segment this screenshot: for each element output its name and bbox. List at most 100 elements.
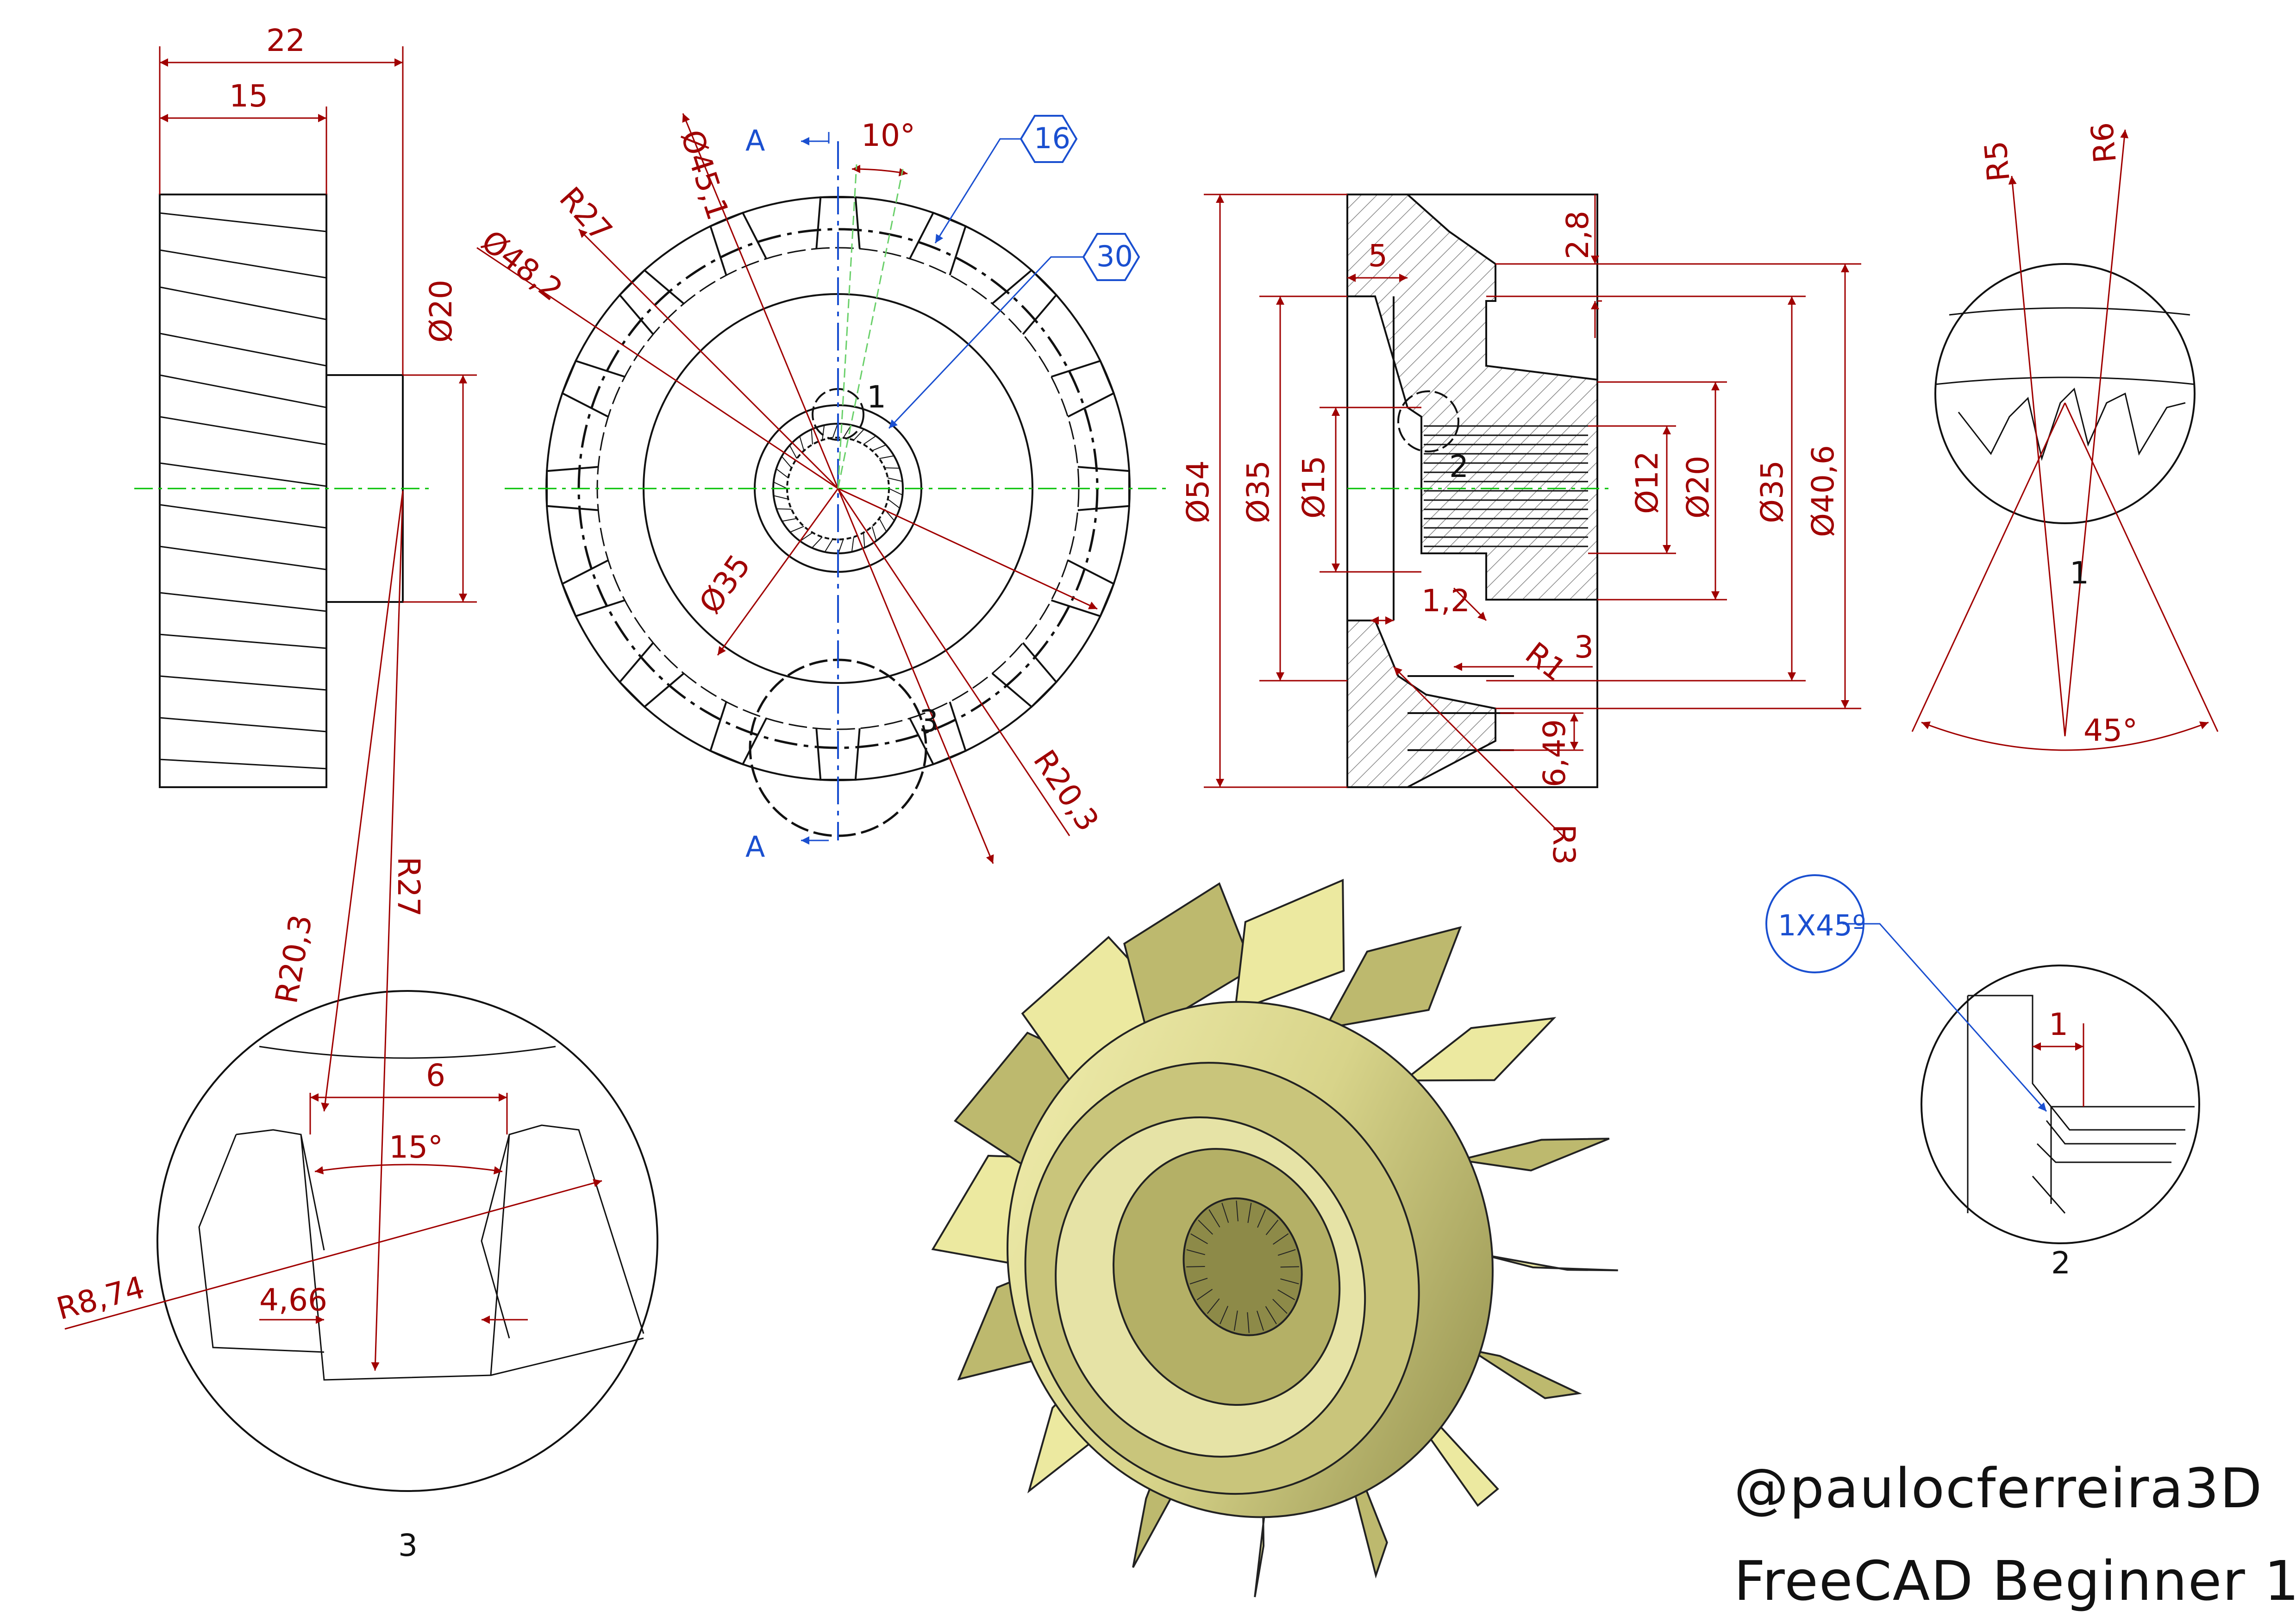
author-credit: @paulocferreira3D	[1734, 1456, 2263, 1520]
gear-tooth	[1051, 359, 1115, 418]
dim-section-6-49: 6,49	[1537, 719, 1572, 787]
dim-section-dia-54: Ø54	[1180, 460, 1216, 523]
dim-detail1-r5: R5	[1978, 139, 2017, 183]
spline-tooth	[872, 444, 886, 451]
dim-dia-48-2: Ø48,2	[475, 223, 569, 308]
dim-section-dia-40-6: Ø40,6	[1805, 445, 1841, 537]
dim-detail3-15deg: 15°	[389, 1129, 443, 1165]
detail-3-tooth-profile	[198, 1124, 644, 1381]
spline-tooth	[879, 455, 895, 459]
gear-tooth	[909, 211, 967, 276]
section-view	[1204, 194, 1861, 839]
gear-3d-spline-tooth	[1196, 1289, 1213, 1300]
series-title: FreeCAD Beginner 132	[1734, 1549, 2296, 1613]
gear-3d-tooth	[1470, 1349, 1582, 1399]
spline-tooth	[863, 435, 876, 445]
spline-tooth	[838, 539, 844, 554]
dim-radius-27: R27	[552, 180, 619, 249]
gear-3d-spline-tooth	[1272, 1298, 1288, 1314]
spline-tooth	[800, 532, 813, 542]
side-view-helix-lines	[159, 212, 327, 770]
dim-section-dia-35: Ø35	[1240, 460, 1276, 523]
dim-radius-20-3: R20,3	[1026, 744, 1106, 838]
gear-3d-spline-tooth	[1233, 1310, 1238, 1331]
spline-tooth	[782, 518, 797, 522]
dim-detail1-45: 45°	[2083, 713, 2138, 748]
gear-3d-tooth	[1123, 882, 1254, 1034]
spline-tooth	[832, 423, 838, 438]
dim-section-3: 3	[1574, 629, 1594, 665]
spline-tooth	[799, 436, 805, 451]
spline-bore	[1424, 425, 1588, 547]
gear-3d-spline-tooth	[1208, 1209, 1220, 1228]
spline-tooth	[811, 429, 813, 445]
gear-3d-spline-tooth	[1190, 1233, 1208, 1244]
dim-section-r3: R3	[1546, 824, 1582, 865]
gear-3d-spline-tooth	[1280, 1278, 1299, 1285]
detail-2-label: 2	[2051, 1245, 2071, 1281]
gear-3d-spline-tooth	[1198, 1220, 1213, 1235]
gear-3d-render	[931, 878, 1618, 1598]
spline-tooth	[790, 526, 804, 533]
gear-3d-spline-tooth	[1273, 1233, 1289, 1245]
detail-1-circle	[1934, 263, 2196, 524]
gear-3d-bore	[1182, 1197, 1303, 1336]
gear-tooth	[991, 642, 1058, 708]
dim-section-dia-35b: Ø35	[1754, 460, 1790, 523]
gear-3d-spline	[1186, 1200, 1299, 1333]
spline-tooth	[879, 518, 887, 532]
dim-angle-10: 10°	[861, 118, 915, 153]
dim-detail2-1: 1	[2049, 1007, 2068, 1042]
gear-3d-spline-tooth	[1236, 1200, 1239, 1222]
dim-section-1-2: 1,2	[1421, 583, 1470, 619]
dim-section-dia-15: Ø15	[1296, 456, 1332, 519]
spline-tooth	[773, 495, 788, 500]
detail-3	[64, 490, 658, 1492]
spline-tooth	[811, 536, 823, 548]
gear-3d-spline-tooth	[1189, 1278, 1208, 1285]
spline-tooth	[773, 482, 788, 489]
spline-tooth	[888, 477, 903, 482]
detail-ref-3: 3	[919, 703, 938, 739]
gear-3d-spline-tooth	[1277, 1289, 1295, 1300]
gear-3d-spline-tooth	[1265, 1306, 1277, 1324]
spline-tooth	[853, 429, 865, 441]
front-view	[476, 113, 1171, 864]
gear-3d-tooth	[1483, 1253, 1618, 1272]
detail-2-profile	[1967, 995, 2195, 1214]
spline-tooth	[824, 539, 833, 552]
gear-3d-spline-tooth	[1220, 1306, 1229, 1324]
detail-3-circle	[156, 990, 658, 1492]
gear-tooth	[991, 269, 1058, 335]
section-label-bottom: A	[745, 830, 765, 864]
dim-section-5: 5	[1368, 238, 1388, 274]
gear-3d-spline-tooth	[1277, 1249, 1296, 1256]
gear-3d-spline-tooth	[1280, 1266, 1299, 1268]
chamfer-note-balloon	[1765, 874, 1864, 973]
dim-hub-dia: Ø20	[423, 280, 459, 343]
gear-3d-spline-tooth	[1221, 1203, 1229, 1223]
gear-tooth	[561, 359, 626, 418]
gear-tooth	[709, 211, 767, 276]
dim-detail1-r6: R6	[2084, 121, 2123, 164]
detail-1-tooth-profile	[1935, 307, 2195, 461]
gear-tooth	[1051, 559, 1115, 618]
dim-detail3-r27: R27	[391, 857, 426, 917]
dim-width-22: 22	[266, 23, 305, 58]
spline-tooth	[776, 468, 789, 478]
gear-3d-spline-tooth	[1247, 1312, 1250, 1333]
spline-tooth	[822, 425, 825, 440]
detail-1-label: 1	[2070, 555, 2089, 591]
gear-3d-tooth	[1401, 1017, 1557, 1082]
section-hatched-lower	[1346, 620, 1496, 788]
detail-2-marker	[1397, 390, 1459, 452]
detail-2-circle	[1921, 965, 2200, 1244]
gear-tooth	[561, 559, 626, 618]
dim-width-15: 15	[229, 78, 268, 114]
gear-3d-spline-tooth	[1257, 1209, 1266, 1228]
detail-1	[1911, 129, 2219, 751]
spline-tooth	[863, 533, 865, 548]
gear-3d-spline-tooth	[1265, 1220, 1279, 1235]
dim-detail3-r8-74: R8,74	[53, 1269, 148, 1327]
